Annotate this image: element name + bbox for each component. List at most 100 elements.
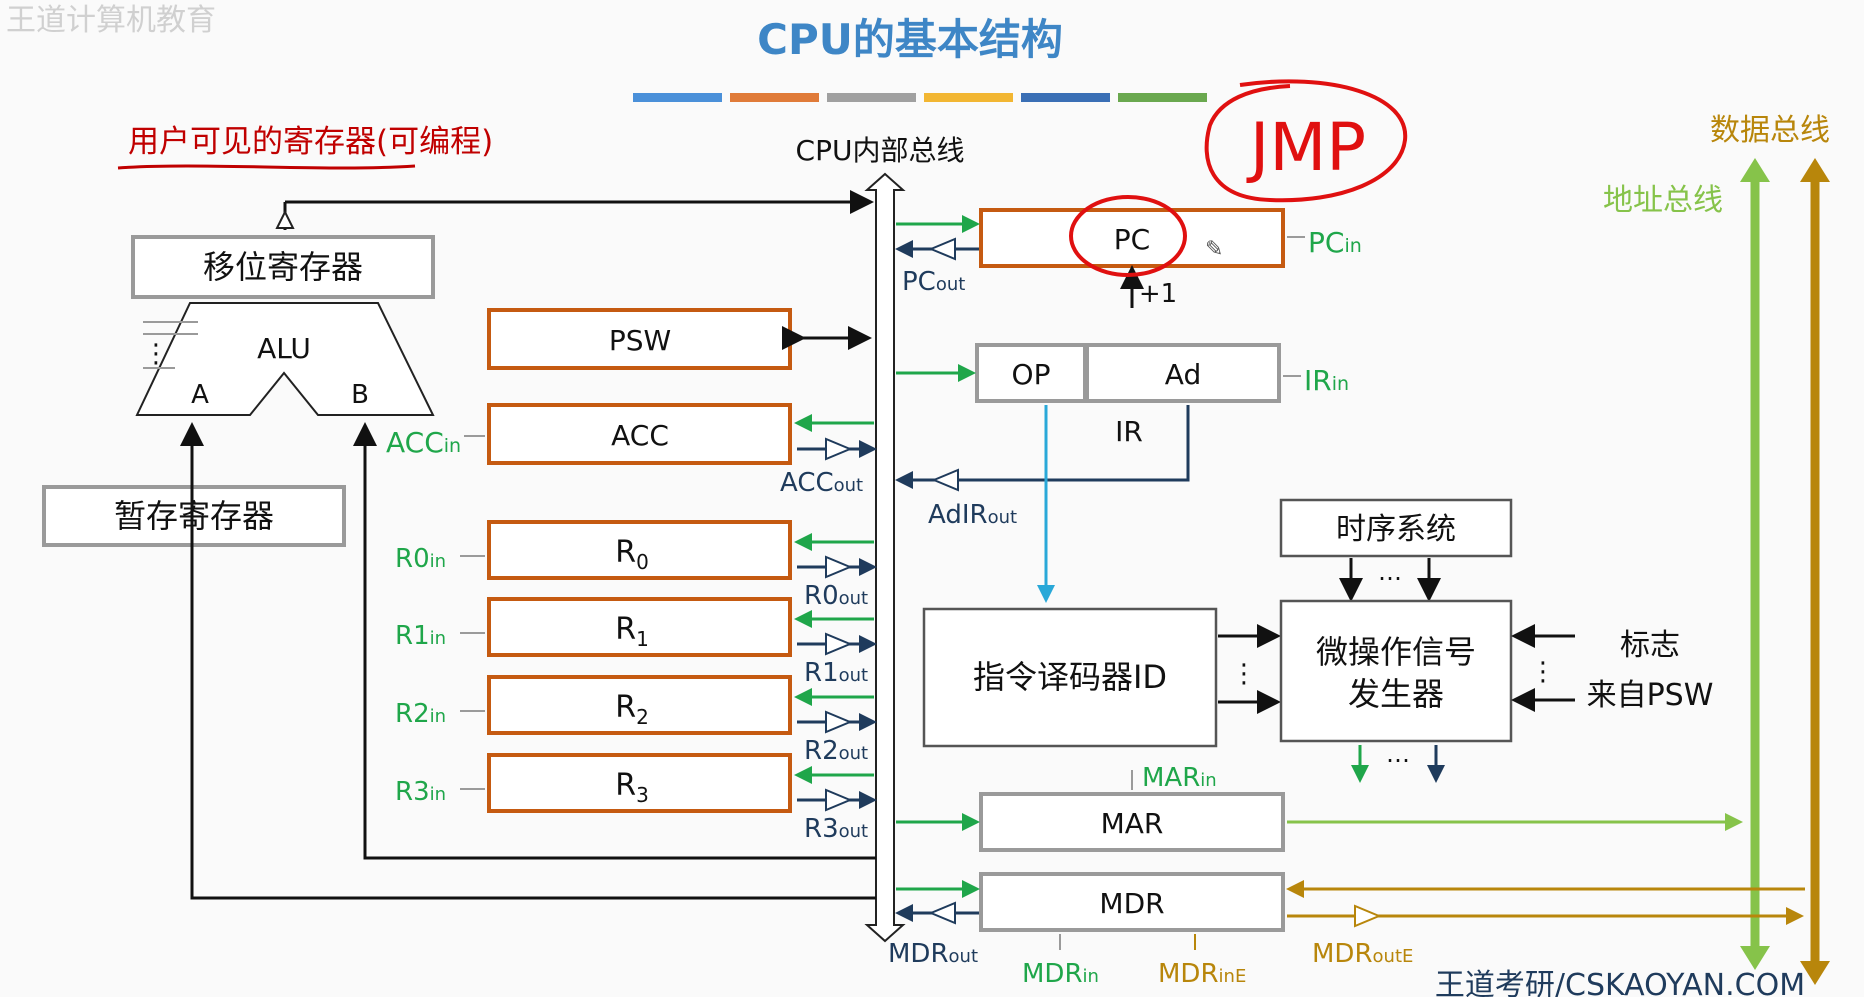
timing-system-label: 时序系统 bbox=[1336, 512, 1456, 547]
timing-system bbox=[1279, 498, 1513, 558]
shift-register-label: 移位寄存器 bbox=[203, 248, 363, 286]
r3-out-signal: R3out bbox=[804, 814, 868, 844]
psw-label: PSW bbox=[609, 324, 671, 357]
micro-op-generator-label-2: 发生器 bbox=[1348, 675, 1444, 713]
r0-out-buffer bbox=[825, 555, 853, 579]
r0-register bbox=[487, 520, 792, 580]
shift-hollow-arrow bbox=[275, 209, 295, 229]
instruction-decoder-label: 指令译码器ID bbox=[973, 658, 1167, 696]
user-visible-label: 用户可见的寄存器(可编程) bbox=[128, 124, 493, 160]
timing-ellipsis: … bbox=[1378, 558, 1402, 586]
jmp-annotation: JMP bbox=[1246, 109, 1366, 186]
addr-bus-arrow-top bbox=[1740, 158, 1770, 182]
mdr-out-buffer bbox=[928, 901, 956, 925]
flag-label-2: 来自PSW bbox=[1587, 678, 1714, 713]
pen-cursor-icon: ✎ bbox=[1205, 237, 1223, 262]
flag-label-1: 标志 bbox=[1620, 628, 1680, 663]
temp-register bbox=[42, 485, 346, 547]
temp-register-label: 暂存寄存器 bbox=[114, 497, 274, 535]
acc-register bbox=[487, 403, 792, 465]
title-bar-segment bbox=[633, 93, 722, 102]
alu-label: ALU bbox=[257, 332, 311, 365]
adir-out-signal: AdIRout bbox=[928, 500, 1017, 530]
acc-out-buffer bbox=[825, 437, 853, 461]
ir-label: IR bbox=[1115, 415, 1143, 448]
r1-label: R1 bbox=[615, 612, 649, 651]
r2-out-signal: R2out bbox=[804, 736, 868, 766]
mdr-out-signal: MDRout bbox=[888, 939, 978, 969]
r2-register bbox=[487, 675, 792, 735]
r3-in-signal: R3in bbox=[395, 777, 446, 807]
mdr-label: MDR bbox=[1099, 887, 1164, 920]
decoder-vdots: ⋮ bbox=[1231, 659, 1257, 689]
bus-to-alu-a-line bbox=[180, 422, 876, 900]
title-color-bar bbox=[633, 93, 1207, 102]
internal-bus-label: CPU内部总线 bbox=[796, 134, 965, 167]
acc-label: ACC bbox=[611, 419, 669, 452]
pc-in-signal: PCin bbox=[1308, 226, 1362, 259]
pc-increment-label: +1 bbox=[1139, 279, 1177, 309]
r3-label: R3 bbox=[615, 768, 649, 807]
pc-out-signal: PCout bbox=[902, 267, 965, 297]
r2-out-buffer bbox=[825, 710, 853, 734]
gen-output-ellipsis: … bbox=[1386, 740, 1410, 768]
adir-out-buffer bbox=[931, 468, 959, 492]
shift-register bbox=[131, 235, 435, 299]
mdr-register bbox=[979, 872, 1285, 932]
pc-label: PC bbox=[1114, 223, 1150, 256]
r0-label: R0 bbox=[615, 535, 649, 574]
r2-label: R2 bbox=[615, 690, 649, 729]
r1-out-buffer bbox=[825, 632, 853, 656]
mar-label: MAR bbox=[1101, 807, 1164, 840]
mdr-oute-buffer bbox=[1354, 904, 1382, 928]
pc-highlight-circle bbox=[1069, 195, 1187, 277]
internal-bus bbox=[864, 172, 906, 943]
data-bus-arrow-top bbox=[1800, 158, 1830, 182]
mar-register bbox=[979, 792, 1285, 852]
alu-input-a-label: A bbox=[191, 380, 209, 410]
jmp-circle bbox=[1204, 79, 1408, 203]
flag-vdots: ⋮ bbox=[1530, 657, 1556, 687]
r0-out-signal: R0out bbox=[804, 581, 868, 611]
title-bar-segment bbox=[730, 93, 819, 102]
ir-ad-field bbox=[1085, 343, 1281, 403]
r1-in-signal: R1in bbox=[395, 621, 446, 651]
ir-in-signal: IRin bbox=[1304, 364, 1349, 397]
r3-register bbox=[487, 753, 792, 813]
mdr-ine-signal: MDRinE bbox=[1158, 959, 1246, 989]
r3-out-buffer bbox=[825, 788, 853, 812]
bus-to-alu-b-line bbox=[353, 422, 876, 860]
title-bar-segment bbox=[1118, 93, 1207, 102]
mdr-oute-signal: MDRoutE bbox=[1312, 939, 1413, 969]
ir-op-label: OP bbox=[1012, 358, 1051, 391]
micro-op-generator bbox=[1279, 599, 1513, 743]
user-visible-underline bbox=[117, 164, 416, 170]
pc-out-buffer bbox=[928, 237, 956, 261]
r0-in-signal: R0in bbox=[395, 544, 446, 574]
r2-in-signal: R2in bbox=[395, 699, 446, 729]
alu bbox=[135, 302, 435, 416]
acc-out-signal: ACCout bbox=[780, 468, 863, 498]
title-bar-segment bbox=[1021, 93, 1110, 102]
r1-register bbox=[487, 597, 792, 657]
watermark: 王道计算机教育 bbox=[6, 3, 216, 38]
data-bus-label: 数据总线 bbox=[1710, 113, 1830, 148]
addr-bus-label: 地址总线 bbox=[1603, 183, 1723, 218]
title-bar-segment bbox=[924, 93, 1013, 102]
r1-out-signal: R1out bbox=[804, 658, 868, 688]
pc-register bbox=[979, 208, 1285, 268]
mar-in-signal: MARin bbox=[1142, 763, 1217, 793]
alu-input-b-label: B bbox=[351, 380, 369, 410]
adir-out-line bbox=[895, 405, 1190, 489]
alu-flag-vdots: ⋮ bbox=[143, 339, 169, 369]
micro-op-generator-label-1: 微操作信号 bbox=[1316, 633, 1476, 671]
acc-in-signal: ACCin bbox=[386, 426, 461, 459]
addr-bus-arrow-bottom bbox=[1740, 946, 1770, 970]
title-bar-segment bbox=[827, 93, 916, 102]
ir-ad-label: Ad bbox=[1165, 358, 1201, 391]
footer-watermark: 王道考研/CSKAOYAN.COM bbox=[1435, 968, 1805, 997]
mdr-in-signal: MDRin bbox=[1022, 959, 1099, 989]
data-bus-arrow-bottom bbox=[1800, 961, 1830, 985]
